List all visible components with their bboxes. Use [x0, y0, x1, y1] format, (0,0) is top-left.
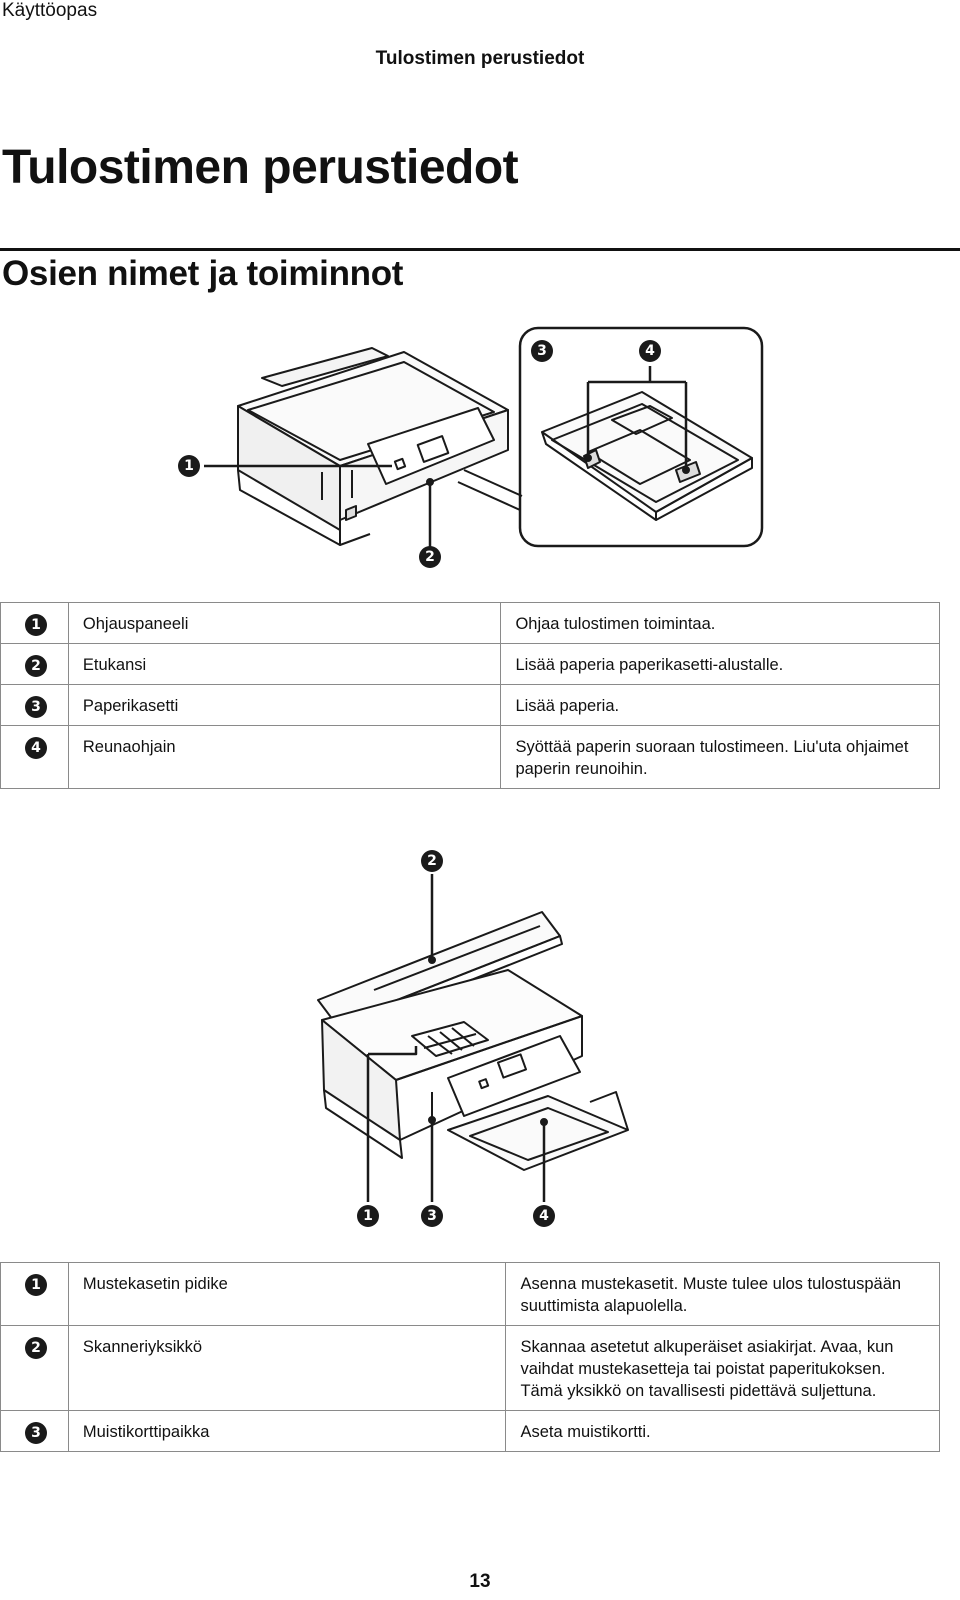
callout-badge-1: 1: [357, 1205, 379, 1227]
callout-badge-3: 3: [531, 340, 553, 362]
part-description: Ohjaa tulostimen toimintaa.: [500, 602, 940, 644]
part-description: Asenna mustekasetit. Muste tulee ulos tu…: [505, 1262, 940, 1326]
page-number: 13: [469, 1571, 491, 1592]
row-number-cell: 3: [0, 1410, 69, 1452]
row-number-cell: 2: [0, 643, 69, 685]
callout-badge-3: 3: [421, 1205, 443, 1227]
row-number-cell: 1: [0, 1262, 69, 1326]
table-row: 2 Etukansi Lisää paperia paperikasetti-a…: [0, 643, 940, 685]
row-number-badge: 2: [25, 1337, 47, 1359]
part-name: Reunaohjain: [67, 725, 502, 789]
table-row: 3 Paperikasetti Lisää paperia.: [0, 684, 940, 726]
row-number-badge: 2: [25, 655, 47, 677]
row-number-cell: 4: [0, 725, 69, 789]
table-row: 1 Mustekasetin pidike Asenna mustekaseti…: [0, 1262, 940, 1326]
row-number-cell: 1: [0, 602, 69, 644]
parts-table-exterior: 1 Ohjauspaneeli Ohjaa tulostimen toimint…: [0, 602, 940, 789]
callout-badge-4: 4: [533, 1205, 555, 1227]
subsection-heading: Osien nimet ja toiminnot: [2, 254, 404, 293]
part-name: Paperikasetti: [67, 684, 502, 726]
printer-open-illustration: [317, 874, 629, 1202]
callout-badge-4: 4: [639, 340, 661, 362]
part-description: Lisää paperia paperikasetti-alustalle.: [500, 643, 940, 685]
row-number-badge: 1: [25, 1274, 47, 1296]
row-number-badge: 4: [25, 737, 47, 759]
part-description: Lisää paperia.: [500, 684, 940, 726]
part-name: Etukansi: [67, 643, 502, 685]
running-header-title: Käyttöopas: [2, 0, 98, 21]
printer-interior-figure: 2 1 3 4: [0, 840, 960, 1240]
table-row: 1 Ohjauspaneeli Ohjaa tulostimen toimint…: [0, 602, 940, 644]
callout-badge-2: 2: [421, 850, 443, 872]
callout-badge-1: 1: [178, 455, 200, 477]
row-number-cell: 3: [0, 684, 69, 726]
part-name: Muistikorttipaikka: [67, 1410, 507, 1452]
part-description: Syöttää paperin suoraan tulostimeen. Liu…: [500, 725, 940, 789]
part-description: Aseta muistikortti.: [505, 1410, 940, 1452]
part-name: Mustekasetin pidike: [67, 1262, 507, 1326]
part-name: Skanneriyksikkö: [67, 1325, 507, 1411]
printer-parts-figure: 1 2 3 4: [0, 320, 960, 580]
parts-table-interior: 1 Mustekasetin pidike Asenna mustekaseti…: [0, 1262, 940, 1452]
callout-badge-2: 2: [419, 546, 441, 568]
table-row: 4 Reunaohjain Syöttää paperin suoraan tu…: [0, 725, 940, 789]
row-number-badge: 1: [25, 614, 47, 636]
table-row: 2 Skanneriyksikkö Skannaa asetetut alkup…: [0, 1325, 940, 1411]
table-row: 3 Muistikorttipaikka Aseta muistikortti.: [0, 1410, 940, 1452]
printer-illustration: [204, 326, 764, 548]
heading-divider: [0, 248, 960, 251]
part-name: Ohjauspaneeli: [67, 602, 502, 644]
row-number-badge: 3: [25, 1422, 47, 1444]
part-description: Skannaa asetetut alkuperäiset asiakirjat…: [505, 1325, 940, 1411]
section-header-title: Tulostimen perustiedot: [375, 48, 585, 69]
page-heading: Tulostimen perustiedot: [2, 141, 519, 194]
row-number-cell: 2: [0, 1325, 69, 1411]
row-number-badge: 3: [25, 696, 47, 718]
